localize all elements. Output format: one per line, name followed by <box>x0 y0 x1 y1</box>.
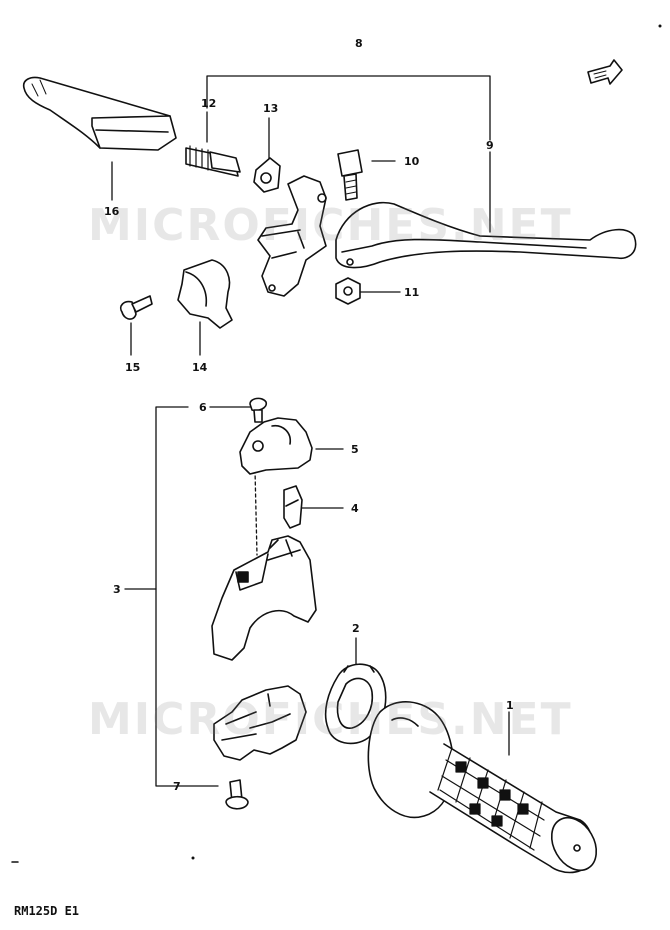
part-13-locknut <box>253 157 281 193</box>
callout-5: 5 <box>351 443 359 456</box>
callout-14: 14 <box>192 361 208 374</box>
part-12-cable-adjuster <box>185 145 241 177</box>
lower-switch-housing <box>213 685 307 761</box>
part-3-switch-housing <box>211 535 317 661</box>
part-11-nut <box>335 277 361 305</box>
part-10-pivot-bolt <box>337 149 363 201</box>
callout-9: 9 <box>486 139 494 152</box>
part-15-screw <box>119 295 153 320</box>
callout-7: 7 <box>173 780 181 793</box>
part-1-throttle-grip <box>367 701 598 874</box>
callout-16: 16 <box>104 205 120 218</box>
part-2-throttle-collar <box>324 663 387 745</box>
watermark: MICROFICHES.NET <box>88 200 573 251</box>
callout-13: 13 <box>263 102 279 115</box>
stray-mark <box>191 856 195 860</box>
model-label: RM125D E1 <box>14 904 80 918</box>
part-5-switch-clamp <box>239 417 313 475</box>
watermark: MICROFICHES.NET <box>88 694 573 745</box>
callout-12: 12 <box>201 97 217 110</box>
front-arrow-icon <box>587 59 623 85</box>
part-7-screw <box>225 779 249 810</box>
callout-8: 8 <box>355 37 363 50</box>
callout-3: 3 <box>113 583 121 596</box>
part-14-holder-clamp <box>177 259 233 329</box>
callout-2: 2 <box>352 622 360 635</box>
part-9-clutch-lever <box>335 201 637 269</box>
leader-lines <box>111 75 510 787</box>
callout-11: 11 <box>404 286 420 299</box>
callout-15: 15 <box>125 361 141 374</box>
callout-10: 10 <box>404 155 420 168</box>
callout-4: 4 <box>351 502 359 515</box>
callout-1: 1 <box>506 699 514 712</box>
part-8-lever-holder <box>257 175 327 297</box>
part-16-lever-cover <box>22 76 177 151</box>
part-6-screw <box>249 397 268 423</box>
part-4-switch-insert <box>283 485 303 529</box>
callout-6: 6 <box>199 401 207 414</box>
stray-mark <box>658 24 662 28</box>
